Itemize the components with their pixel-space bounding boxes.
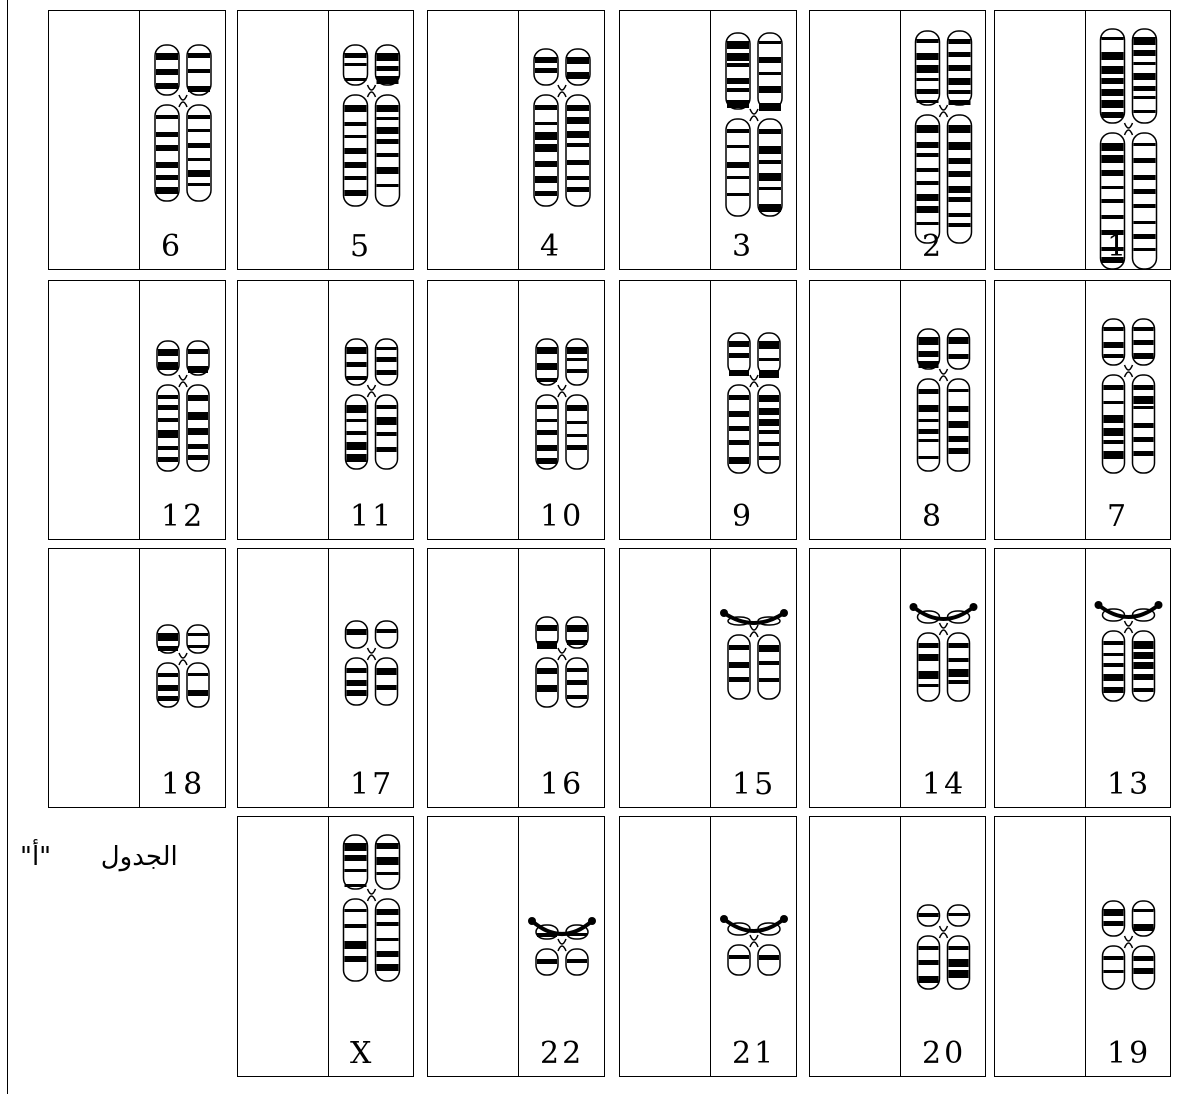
chromosome-drawing — [620, 281, 798, 541]
karyotype-cell-11: 11 — [237, 280, 414, 540]
chromosome-16 — [536, 617, 588, 707]
karyotype-cell-7: 7 — [994, 280, 1171, 540]
karyotype-cell-9: 9 — [619, 280, 797, 540]
chromosome-drawing — [428, 11, 606, 271]
karyotype-cell-2: 2 — [809, 10, 986, 270]
karyotype-cell-21: 21 — [619, 816, 797, 1077]
chromosome-8 — [918, 329, 970, 471]
karyotype-cell-14: 14 — [809, 548, 986, 808]
karyotype-cell-13: 13 — [994, 548, 1171, 808]
chromosome-number: 15 — [732, 767, 776, 802]
chromosome-number: 11 — [350, 499, 394, 534]
chromosome-18 — [157, 625, 209, 707]
chromosome-number: X — [350, 1036, 374, 1071]
chromosome-drawing — [238, 817, 415, 1078]
chromosome-drawing — [238, 11, 415, 271]
chromosome-number: 1 — [1107, 229, 1129, 264]
chromosome-5 — [344, 45, 400, 206]
karyotype-cell-16: 16 — [427, 548, 605, 808]
chromosome-17 — [346, 621, 398, 705]
karyotype-cell-15: 15 — [619, 548, 797, 808]
karyotype-cell-1: 1 — [994, 10, 1171, 270]
karyotype-cell-20: 20 — [809, 816, 986, 1077]
chromosome-drawing — [49, 11, 227, 271]
chromosome-number: 22 — [540, 1036, 584, 1071]
chromosome-9 — [728, 333, 780, 473]
chromosome-15 — [720, 609, 788, 699]
karyotype-cell-4: 4 — [427, 10, 605, 270]
chromosome-number: 4 — [540, 229, 562, 264]
chromosome-3 — [726, 33, 782, 216]
chromosome-number: 16 — [540, 767, 584, 802]
caption-word: الجدول — [101, 842, 178, 872]
chromosome-11 — [346, 339, 398, 469]
chromosome-20 — [918, 905, 970, 989]
chromosome-number: 20 — [922, 1036, 966, 1071]
chromosome-number: 7 — [1107, 499, 1129, 534]
chromosome-number: 3 — [732, 229, 754, 264]
karyotype-cell-10: 10 — [427, 280, 605, 540]
chromosome-number: 10 — [540, 499, 584, 534]
chromosome-number: 8 — [922, 499, 944, 534]
chromosome-number: 5 — [350, 229, 372, 264]
chromosome-number: 19 — [1107, 1036, 1151, 1071]
chromosome-drawing — [995, 11, 1172, 271]
chromosome-drawing — [810, 281, 987, 541]
chromosome-x — [344, 835, 400, 981]
chromosome-22 — [528, 917, 596, 975]
karyotype-cell-3: 3 — [619, 10, 797, 270]
chromosome-4 — [534, 49, 590, 206]
karyotype-cell-12: 12 — [48, 280, 226, 540]
chromosome-6 — [155, 45, 211, 201]
chromosome-number: 2 — [922, 229, 944, 264]
chromosome-10 — [536, 339, 588, 469]
chromosome-7 — [1103, 319, 1155, 473]
chromosome-drawing — [995, 281, 1172, 541]
karyotype-cell-5: 5 — [237, 10, 414, 270]
chromosome-number: 17 — [350, 767, 394, 802]
chromosome-number: 9 — [732, 499, 754, 534]
chromosome-number: 21 — [732, 1036, 776, 1071]
chromosome-number: 14 — [922, 767, 966, 802]
chromosome-19 — [1103, 901, 1155, 989]
chromosome-drawing — [810, 11, 987, 271]
karyotype-cell-8: 8 — [809, 280, 986, 540]
caption-letter: "أ" — [20, 842, 51, 872]
chromosome-21 — [720, 915, 788, 975]
karyotype-cell-22: 22 — [427, 816, 605, 1077]
chromosome-drawing — [620, 11, 798, 271]
karyotype-cell-17: 17 — [237, 548, 414, 808]
chromosome-number: 13 — [1107, 767, 1151, 802]
chromosome-number: 18 — [161, 767, 205, 802]
karyotype-cell-x: X — [237, 816, 414, 1077]
karyotype-cell-19: 19 — [994, 816, 1171, 1077]
chromosome-14 — [910, 603, 978, 701]
chromosome-number: 12 — [161, 499, 205, 534]
chromosome-2 — [916, 31, 972, 243]
karyotype-cell-6: 6 — [48, 10, 226, 270]
karyotype-cell-18: 18 — [48, 548, 226, 808]
chromosome-number: 6 — [161, 229, 183, 264]
table-caption: الجدول "أ" — [20, 842, 230, 872]
chromosome-13 — [1095, 601, 1163, 701]
chromosome-12 — [157, 341, 209, 471]
